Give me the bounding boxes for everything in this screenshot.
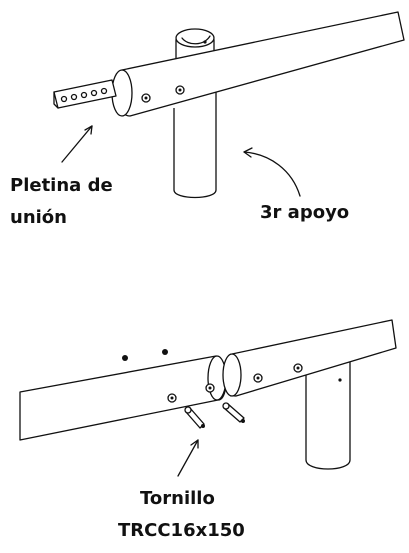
joint-plate <box>53 79 117 109</box>
bottom-support-post <box>305 360 351 470</box>
plate-arrow <box>61 125 93 163</box>
screw-left <box>184 406 205 429</box>
bottom-right-beam <box>222 319 397 397</box>
support-arrow <box>243 147 301 197</box>
screw-arrow <box>177 439 199 477</box>
bottom-left-beam <box>19 349 227 441</box>
plate-label-line2: unión <box>10 207 67 228</box>
screw-right <box>222 402 245 423</box>
screw-label-line2: TRCC16x150 <box>118 520 245 541</box>
top-beam <box>111 11 405 117</box>
screw-label-line1: Tornillo <box>140 488 215 509</box>
plate-label-line1: Pletina de <box>10 175 113 196</box>
support-label: 3r apoyo <box>260 202 350 223</box>
